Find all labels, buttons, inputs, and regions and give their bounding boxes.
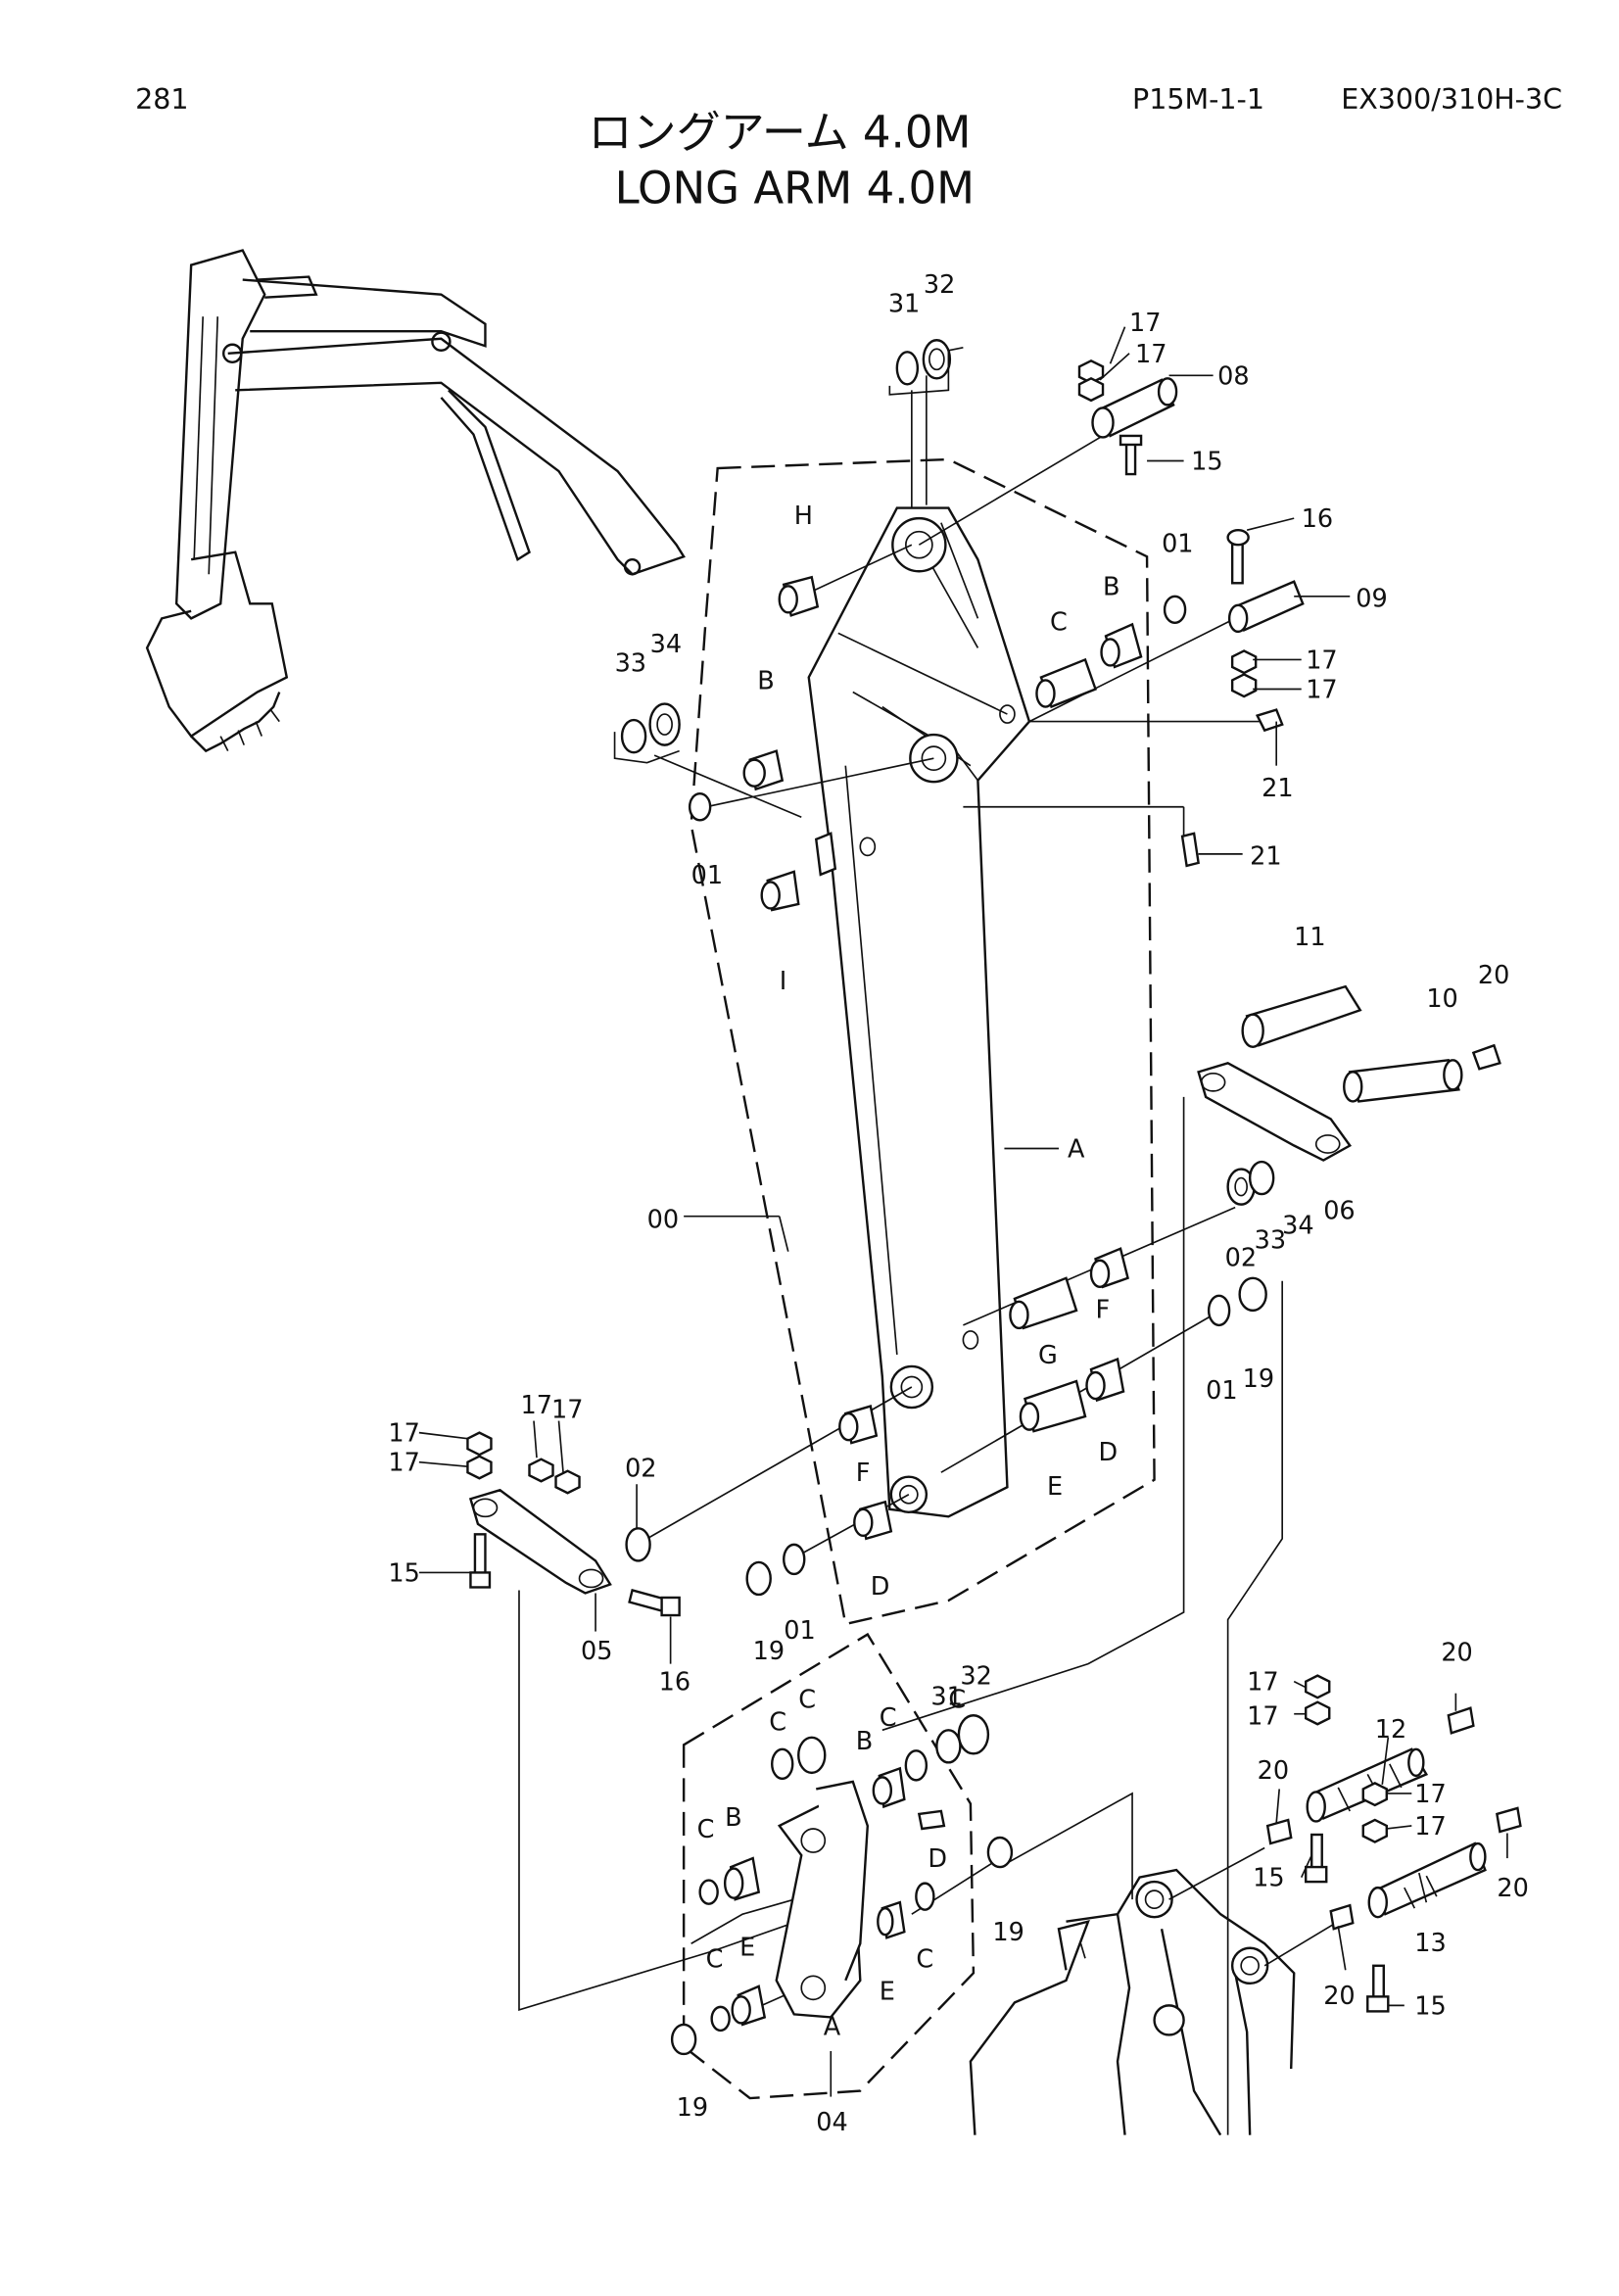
model-code: EX300/310H-3C	[1341, 83, 1562, 116]
callout-17-d: 17	[1306, 676, 1337, 705]
callout-02-right: 02	[1225, 1244, 1257, 1273]
callout-11: 11	[1294, 923, 1325, 952]
callout-20-e: 20	[1323, 1982, 1355, 2011]
callout-01-left: 01	[691, 861, 723, 890]
callout-D-3: D	[928, 1844, 947, 1874]
callout-17-k: 17	[1414, 1780, 1446, 1809]
lower-pin-hardware	[1265, 1674, 1522, 2013]
callout-02-left: 02	[625, 1455, 656, 1484]
callout-34-top: 34	[650, 630, 682, 659]
callout-01-right: 01	[1206, 1376, 1237, 1406]
callout-32-top: 32	[924, 270, 955, 300]
title-english: LONG ARM 4.0M	[615, 162, 975, 214]
arm-assembly-boundary	[690, 457, 1156, 1626]
callout-04: 04	[816, 2108, 847, 2137]
callout-C-3: C	[798, 1686, 816, 1715]
callout-20-d: 20	[1497, 1874, 1528, 1903]
callout-05: 05	[581, 1637, 612, 1666]
callout-17-j: 17	[1247, 1701, 1278, 1731]
callout-E-2: E	[739, 1933, 755, 1962]
callout-17-i: 17	[1247, 1668, 1278, 1698]
link-assembly	[670, 1714, 1014, 2056]
callout-15-bot: 15	[1414, 1991, 1446, 2021]
callout-A-link: A	[824, 2012, 841, 2041]
callout-C-8: C	[948, 1686, 966, 1715]
callout-B-4: B	[725, 1803, 742, 1833]
callout-D-2: D	[871, 1572, 890, 1602]
callout-B-1: B	[757, 666, 775, 695]
callout-12: 12	[1375, 1715, 1406, 1745]
callout-33-top: 33	[615, 648, 646, 678]
page-number: 281	[135, 83, 188, 116]
callout-C-6: C	[916, 1944, 933, 1974]
callout-17-l: 17	[1414, 1812, 1446, 1842]
callout-C-7: C	[706, 1944, 724, 1974]
callout-34-mid: 34	[1282, 1212, 1313, 1241]
callout-labels: 00 A A 01 01 01 01 02 02 04 05 06 08 09 …	[388, 270, 1528, 2137]
callout-H-1: H	[794, 502, 813, 531]
callout-31-top: 31	[888, 290, 920, 319]
callout-17-f: 17	[388, 1449, 419, 1478]
callout-19-d: 19	[677, 2093, 708, 2123]
callout-B-2: B	[1103, 572, 1120, 601]
callout-06: 06	[1323, 1197, 1355, 1226]
side-link-and-pins	[1009, 984, 1501, 1433]
callout-31-bot: 31	[930, 1683, 962, 1712]
callout-E-1: E	[1047, 1472, 1063, 1502]
left-link-hardware	[466, 1405, 893, 1617]
callout-21-b: 21	[1250, 841, 1281, 871]
callout-E-3: E	[880, 1977, 895, 2006]
callout-G-1: G	[1038, 1341, 1058, 1370]
callout-15-left: 15	[388, 1558, 419, 1588]
top-pin-hardware	[688, 359, 1305, 912]
callout-20-a: 20	[1478, 961, 1509, 990]
callout-I-1: I	[780, 967, 787, 996]
link-assembly-boundary	[682, 1632, 976, 2100]
long-arm-body	[807, 506, 1031, 1518]
callout-21-a: 21	[1262, 774, 1293, 803]
callout-19-a: 19	[1243, 1364, 1274, 1394]
callout-32-bot: 32	[960, 1662, 991, 1692]
catalog-ref: P15M-1-1	[1132, 83, 1264, 116]
callout-D-1: D	[1099, 1438, 1119, 1467]
callout-00: 00	[647, 1206, 679, 1235]
callout-19-b: 19	[753, 1637, 785, 1666]
callout-01-lower: 01	[784, 1616, 815, 1646]
callout-15-mid: 15	[1253, 1864, 1284, 1893]
callout-33-mid: 33	[1255, 1226, 1286, 1256]
callout-17-b: 17	[1135, 340, 1167, 369]
leader-lines	[418, 326, 1508, 2097]
callout-16-top: 16	[1302, 504, 1333, 534]
callout-10: 10	[1426, 984, 1457, 1014]
callout-17-e: 17	[388, 1419, 419, 1449]
callout-F-1: F	[1096, 1295, 1111, 1324]
title-japanese: ロングアーム 4.0M	[589, 106, 972, 158]
callout-09: 09	[1356, 584, 1387, 613]
callout-15-top: 15	[1191, 448, 1222, 477]
callout-C-5: C	[697, 1815, 715, 1844]
callout-17-c: 17	[1306, 646, 1337, 675]
callout-01-top: 01	[1162, 530, 1193, 559]
callout-B-3: B	[856, 1727, 874, 1756]
bucket-bracket-illustration	[969, 1846, 1339, 2136]
callout-20-b: 20	[1441, 1639, 1472, 1668]
callout-17-g: 17	[520, 1391, 551, 1420]
excavator-overview-illustration	[145, 249, 686, 753]
callout-C-4: C	[880, 1703, 897, 1733]
callout-C-1: C	[1050, 607, 1068, 637]
callout-17-h: 17	[551, 1396, 583, 1425]
callout-13: 13	[1414, 1929, 1446, 1958]
shim-washers	[613, 339, 964, 764]
callout-F-2: F	[856, 1459, 871, 1488]
callout-16-bot: 16	[659, 1668, 690, 1698]
callout-C-2: C	[769, 1707, 786, 1737]
callout-17-a: 17	[1129, 309, 1161, 338]
callout-A-arm: A	[1068, 1135, 1085, 1165]
callout-08: 08	[1217, 361, 1249, 391]
callout-20-c: 20	[1258, 1756, 1289, 1786]
callout-19-c: 19	[992, 1918, 1024, 1947]
